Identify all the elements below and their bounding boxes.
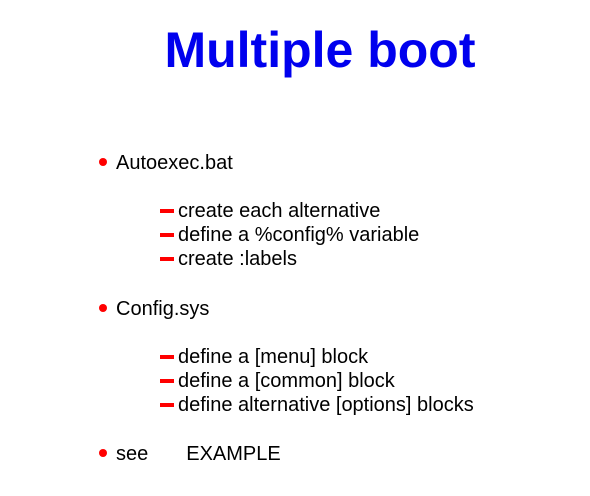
sub-item: define alternative [options] blocks	[160, 393, 474, 417]
sub-item-text: define a %config% variable	[178, 224, 420, 246]
bullet-label-config: Config.sys	[116, 298, 210, 320]
sub-item-text: create each alternative	[178, 200, 381, 222]
dash-icon	[160, 208, 174, 213]
dash-icon	[160, 402, 174, 407]
bullet-dot-icon	[99, 157, 107, 166]
bullet-see: see EXAMPLE	[99, 442, 281, 466]
sub-item: create :labels	[160, 247, 297, 271]
sub-item: create each alternative	[160, 199, 380, 223]
bullet-dot-icon	[99, 448, 107, 457]
sub-item: define a %config% variable	[160, 223, 419, 247]
example-link[interactable]: EXAMPLE	[186, 443, 281, 465]
bullet-dot-icon	[99, 303, 107, 312]
dash-icon	[160, 256, 174, 261]
bullet-config: Config.sys	[99, 297, 209, 321]
dash-icon	[160, 378, 174, 383]
dash-icon	[160, 232, 174, 237]
sub-item-text: create :labels	[178, 248, 297, 270]
sub-item-text: define a [menu] block	[178, 346, 369, 368]
slide-title: Multiple boot	[164, 22, 476, 78]
sub-item-text: define a [common] block	[178, 370, 395, 392]
sub-item: define a [menu] block	[160, 345, 368, 369]
sub-item-text: define alternative [options] blocks	[178, 394, 474, 416]
see-label: see	[116, 443, 149, 465]
sub-item: define a [common] block	[160, 369, 395, 393]
dash-icon	[160, 354, 174, 359]
bullet-label-autoexec: Autoexec.bat	[116, 152, 233, 174]
bullet-autoexec: Autoexec.bat	[99, 151, 233, 175]
